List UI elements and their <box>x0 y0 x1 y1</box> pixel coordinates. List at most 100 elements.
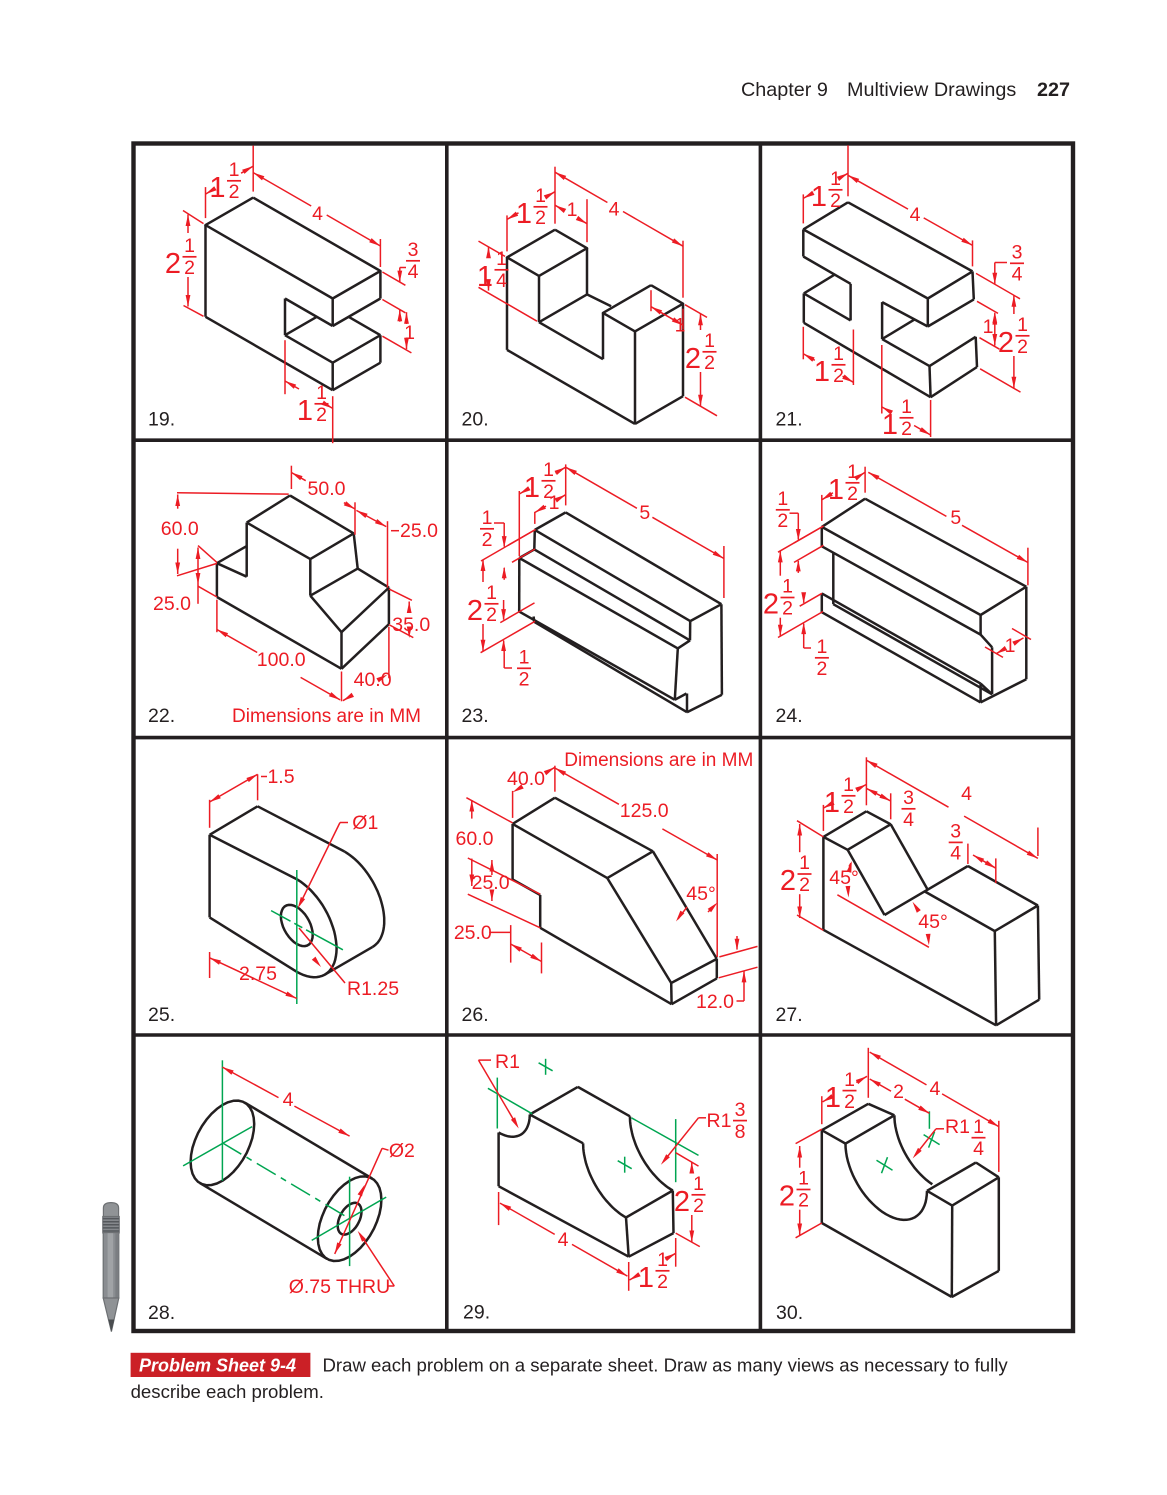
svg-text:29.: 29. <box>463 1302 490 1324</box>
svg-text:60.0: 60.0 <box>161 518 199 540</box>
svg-text:45°: 45° <box>686 883 716 905</box>
svg-text:2: 2 <box>657 1271 668 1293</box>
svg-text:2: 2 <box>693 1195 704 1217</box>
svg-text:1: 1 <box>229 159 240 181</box>
svg-text:2: 2 <box>763 589 779 621</box>
svg-text:2: 2 <box>704 352 715 374</box>
svg-text:2: 2 <box>799 874 810 896</box>
svg-text:2: 2 <box>998 327 1014 359</box>
svg-text:1: 1 <box>516 198 532 230</box>
svg-text:1: 1 <box>316 382 327 404</box>
svg-text:1: 1 <box>1005 635 1016 657</box>
svg-text:35.0: 35.0 <box>392 614 430 636</box>
svg-text:1: 1 <box>519 647 530 669</box>
svg-text:1: 1 <box>404 322 415 344</box>
svg-text:2: 2 <box>1017 336 1028 358</box>
svg-text:8: 8 <box>735 1121 746 1143</box>
svg-text:2: 2 <box>316 404 327 426</box>
svg-text:describe each problem.: describe each problem. <box>131 1381 324 1402</box>
svg-text:2.75: 2.75 <box>239 963 277 985</box>
svg-text:50.0: 50.0 <box>308 478 346 500</box>
svg-text:Ø2: Ø2 <box>389 1140 415 1162</box>
svg-text:Ø.75 THRU: Ø.75 THRU <box>289 1276 391 1298</box>
svg-text:4: 4 <box>312 203 323 225</box>
svg-text:4: 4 <box>408 261 419 283</box>
svg-text:2: 2 <box>830 190 841 212</box>
svg-text:24.: 24. <box>776 705 803 727</box>
svg-text:1: 1 <box>704 330 715 352</box>
svg-text:2: 2 <box>833 365 844 387</box>
svg-text:1: 1 <box>496 248 507 270</box>
svg-text:28.: 28. <box>148 1302 175 1324</box>
svg-text:25.: 25. <box>148 1004 175 1026</box>
svg-text:R1.25: R1.25 <box>347 978 399 1000</box>
svg-text:1: 1 <box>830 168 841 190</box>
svg-text:1: 1 <box>486 582 497 604</box>
svg-text:2: 2 <box>779 1181 795 1213</box>
svg-text:R1: R1 <box>707 1110 732 1132</box>
svg-text:1: 1 <box>567 199 578 221</box>
svg-text:19.: 19. <box>148 409 175 431</box>
svg-text:25.0: 25.0 <box>400 520 438 542</box>
svg-text:1: 1 <box>657 1249 668 1271</box>
svg-text:4: 4 <box>1012 264 1023 286</box>
svg-text:5: 5 <box>950 507 961 529</box>
svg-text:1: 1 <box>844 1069 855 1091</box>
svg-text:3: 3 <box>735 1099 746 1121</box>
svg-text:2: 2 <box>847 483 858 505</box>
svg-text:Dimensions are in MM: Dimensions are in MM <box>564 750 753 771</box>
svg-text:2: 2 <box>780 865 796 897</box>
svg-text:1: 1 <box>811 181 827 213</box>
svg-text:Multiview Drawings: Multiview Drawings <box>847 79 1016 101</box>
svg-text:1: 1 <box>901 396 912 418</box>
svg-text:100.0: 100.0 <box>257 649 306 671</box>
svg-text:1: 1 <box>535 185 546 207</box>
svg-text:R1: R1 <box>495 1051 520 1073</box>
svg-text:1: 1 <box>782 576 793 598</box>
svg-text:1: 1 <box>693 1173 704 1195</box>
svg-text:Dimensions are in MM: Dimensions are in MM <box>232 706 421 727</box>
svg-text:3: 3 <box>408 239 419 261</box>
svg-text:2: 2 <box>229 181 240 203</box>
svg-text:1: 1 <box>824 787 840 819</box>
svg-text:26.: 26. <box>462 1004 489 1026</box>
svg-text:3: 3 <box>950 821 961 843</box>
svg-text:1: 1 <box>297 395 313 427</box>
svg-text:1: 1 <box>843 774 854 796</box>
svg-text:23.: 23. <box>462 705 489 727</box>
svg-text:4: 4 <box>283 1089 294 1111</box>
svg-text:1: 1 <box>799 852 810 874</box>
svg-text:2: 2 <box>535 207 546 229</box>
svg-text:2: 2 <box>519 669 530 691</box>
svg-text:4: 4 <box>903 809 914 831</box>
svg-text:40.0: 40.0 <box>354 669 392 691</box>
svg-text:1: 1 <box>973 1116 984 1138</box>
svg-text:2: 2 <box>482 529 493 551</box>
svg-text:2: 2 <box>486 604 497 626</box>
svg-text:1: 1 <box>825 1082 841 1114</box>
svg-text:4: 4 <box>609 199 620 221</box>
svg-text:4: 4 <box>929 1078 940 1100</box>
svg-text:2: 2 <box>782 598 793 620</box>
svg-text:40.0: 40.0 <box>507 768 545 790</box>
svg-text:2: 2 <box>467 595 483 627</box>
svg-text:4: 4 <box>558 1229 569 1251</box>
svg-text:3: 3 <box>1012 242 1023 264</box>
svg-text:1: 1 <box>524 472 540 504</box>
svg-text:45°: 45° <box>918 911 948 933</box>
svg-text:1: 1 <box>549 492 560 514</box>
svg-text:1: 1 <box>882 409 898 441</box>
svg-text:20.: 20. <box>462 409 489 431</box>
svg-text:2: 2 <box>816 658 827 680</box>
svg-text:1: 1 <box>983 316 994 338</box>
svg-text:2: 2 <box>777 510 788 532</box>
svg-text:4: 4 <box>910 204 921 226</box>
svg-text:1: 1 <box>675 315 686 337</box>
svg-text:2: 2 <box>685 343 701 375</box>
svg-text:2: 2 <box>798 1190 809 1212</box>
svg-text:27.: 27. <box>776 1004 803 1026</box>
svg-text:1: 1 <box>477 261 493 293</box>
svg-text:1: 1 <box>847 461 858 483</box>
svg-text:R1: R1 <box>945 1116 970 1138</box>
svg-text:21.: 21. <box>776 409 803 431</box>
